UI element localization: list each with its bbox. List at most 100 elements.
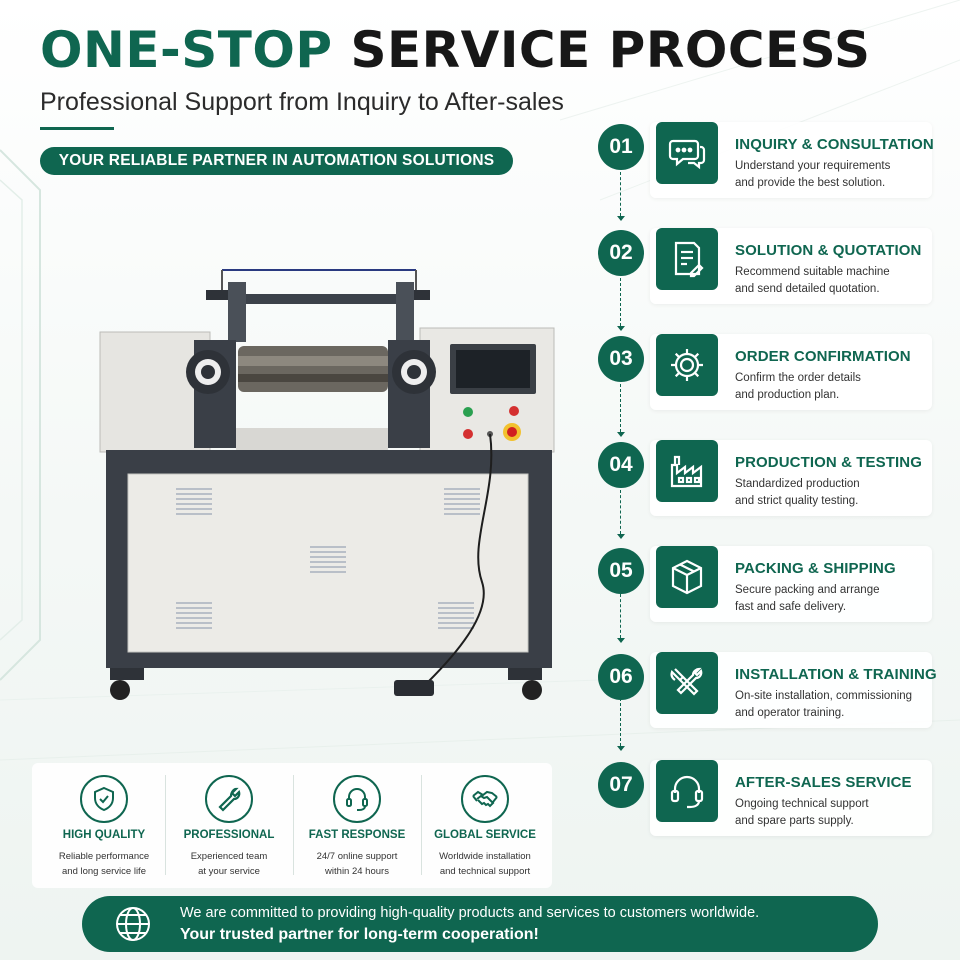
- step-description: Understand your requirements and provide…: [735, 158, 935, 191]
- gear-icon: [656, 334, 718, 396]
- step-desc-line: and strict quality testing.: [735, 494, 859, 507]
- step-arrow: [617, 638, 625, 643]
- headset-icon: [656, 760, 718, 822]
- feature-desc-line: 24/7 online support: [316, 851, 398, 862]
- step-title: AFTER-SALES SERVICE: [735, 774, 912, 791]
- footer-commitment: We are committed to providing high-quali…: [180, 905, 760, 921]
- step-connector: [620, 490, 621, 534]
- step-number: 02: [598, 230, 644, 276]
- title-main: SERVICE PROCESS: [350, 21, 871, 79]
- feature-strip: HIGH QUALITY Reliable performance and lo…: [32, 763, 552, 888]
- feature-desc-line: Worldwide installation: [439, 851, 531, 862]
- step-description: On-site installation, commissioning and …: [735, 688, 935, 721]
- step-arrow: [617, 534, 625, 539]
- step-arrow: [617, 432, 625, 437]
- feature-description: Reliable performance and long service li…: [40, 849, 168, 879]
- page-subtitle: Professional Support from Inquiry to Aft…: [40, 88, 564, 116]
- step-title: SOLUTION & QUOTATION: [735, 242, 922, 259]
- chat-icon: [656, 122, 718, 184]
- feature-desc-line: and long service life: [62, 866, 146, 877]
- step-title: PRODUCTION & TESTING: [735, 454, 923, 471]
- step-desc-line: Understand your requirements: [735, 160, 891, 172]
- divider: [293, 775, 294, 875]
- step-desc-line: fast and safe delivery.: [735, 600, 847, 613]
- step-desc-line: Standardized production: [735, 478, 860, 490]
- step-description: Ongoing technical support and spare part…: [735, 796, 935, 829]
- step-number: 06: [598, 654, 644, 700]
- step-desc-line: Ongoing technical support: [735, 798, 869, 810]
- feature-title: FAST RESPONSE: [308, 829, 406, 841]
- step-quotation: 02 SOLUTION & QUOTATION Recommend suitab…: [598, 228, 938, 304]
- step-description: Standardized production and strict quali…: [735, 476, 935, 509]
- step-title: INSTALLATION & TRAINING: [735, 666, 937, 683]
- feature-description: Worldwide installation and technical sup…: [421, 849, 549, 879]
- step-packing: 05 PACKING & SHIPPING Secure packing and…: [598, 546, 938, 622]
- tagline-banner: YOUR RELIABLE PARTNER IN AUTOMATION SOLU…: [40, 147, 513, 175]
- footer-slogan: Your trusted partner for long-term coope…: [180, 926, 539, 943]
- service-process-steps: 01 INQUIRY & CONSULTATION Understand you…: [598, 122, 938, 842]
- step-installation: 06 INSTALLATION & TRAINING On-site insta…: [598, 652, 938, 728]
- step-desc-line: and spare parts supply.: [735, 814, 854, 827]
- step-number: 01: [598, 124, 644, 170]
- step-desc-line: On-site installation, commissioning: [735, 690, 913, 702]
- feature-description: Experienced team at your service: [165, 849, 293, 879]
- step-desc-line: and provide the best solution.: [735, 176, 886, 189]
- title-underline: [40, 127, 114, 130]
- step-desc-line: Secure packing and arrange: [735, 584, 880, 596]
- feature-desc-line: Reliable performance: [58, 851, 150, 862]
- step-number: 03: [598, 336, 644, 382]
- box-icon: [656, 546, 718, 608]
- factory-icon: [656, 440, 718, 502]
- step-description: Confirm the order details and production…: [735, 370, 935, 403]
- step-number: 07: [598, 762, 644, 808]
- step-desc-line: Recommend suitable machine: [735, 266, 890, 278]
- step-arrow: [617, 746, 625, 751]
- title-highlight: ONE-STOP: [40, 21, 333, 79]
- feature-high-quality: HIGH QUALITY Reliable performance and lo…: [40, 763, 168, 888]
- footer-banner: We are committed to providing high-quali…: [82, 896, 878, 952]
- step-description: Secure packing and arrange fast and safe…: [735, 582, 935, 615]
- page-title: ONE-STOP SERVICE PROCESS: [40, 22, 870, 78]
- step-desc-line: Confirm the order details: [735, 372, 861, 384]
- step-connector: [620, 172, 621, 216]
- divider: [421, 775, 422, 875]
- step-connector: [620, 594, 621, 638]
- step-after-sales: 07 AFTER-SALES SERVICE Ongoing technical…: [598, 760, 938, 836]
- feature-title: GLOBAL SERVICE: [434, 829, 536, 841]
- feature-desc-line: at your service: [198, 866, 260, 877]
- step-order-confirmation: 03 ORDER CONFIRMATION Confirm the order …: [598, 334, 938, 410]
- feature-desc-line: Experienced team: [190, 851, 268, 862]
- headset-icon: [333, 775, 381, 823]
- step-desc-line: and production plan.: [735, 388, 840, 401]
- handshake-icon: [461, 775, 509, 823]
- step-connector: [620, 384, 621, 432]
- feature-professional: PROFESSIONAL Experienced team at your se…: [165, 763, 293, 888]
- step-number: 04: [598, 442, 644, 488]
- step-production: 04 PRODUCTION & TESTING Standardized pro…: [598, 440, 938, 516]
- step-title: INQUIRY & CONSULTATION: [735, 136, 934, 153]
- feature-desc-line: within 24 hours: [325, 866, 389, 877]
- step-title: ORDER CONFIRMATION: [735, 348, 911, 365]
- two-roll-mill-machine-image: [99, 269, 555, 700]
- step-arrow: [617, 216, 625, 221]
- step-connector: [620, 698, 621, 746]
- divider: [165, 775, 166, 875]
- step-number: 05: [598, 548, 644, 594]
- step-connector: [620, 278, 621, 326]
- step-inquiry: 01 INQUIRY & CONSULTATION Understand you…: [598, 122, 938, 198]
- wrench-icon: [205, 775, 253, 823]
- feature-global-service: GLOBAL SERVICE Worldwide installation an…: [421, 763, 549, 888]
- step-desc-line: and operator training.: [735, 706, 845, 719]
- feature-title: HIGH QUALITY: [62, 829, 146, 841]
- step-title: PACKING & SHIPPING: [735, 560, 896, 577]
- globe-icon: [116, 907, 150, 941]
- quotation-icon: [656, 228, 718, 290]
- step-arrow: [617, 326, 625, 331]
- tools-icon: [656, 652, 718, 714]
- feature-description: 24/7 online support within 24 hours: [293, 849, 421, 879]
- feature-desc-line: and technical support: [439, 866, 531, 877]
- feature-title: PROFESSIONAL: [183, 829, 275, 841]
- feature-fast-response: FAST RESPONSE 24/7 online support within…: [293, 763, 421, 888]
- step-desc-line: and send detailed quotation.: [735, 282, 880, 295]
- shield-check-icon: [80, 775, 128, 823]
